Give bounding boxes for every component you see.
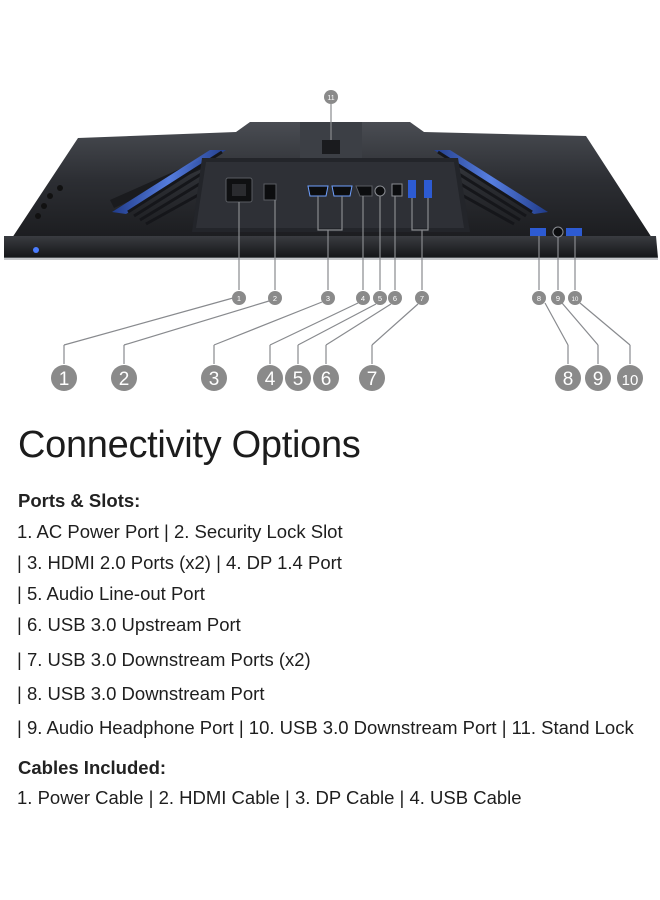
callout-small-9: 9 — [551, 291, 565, 305]
ports-line-4: | 6. USB 3.0 Upstream Port — [17, 614, 241, 635]
ports-line-3: | 5. Audio Line-out Port — [17, 583, 205, 604]
svg-text:9: 9 — [556, 294, 560, 303]
svg-text:6: 6 — [393, 294, 397, 303]
svg-text:1: 1 — [237, 294, 241, 303]
callout-large-1: 1 — [51, 365, 77, 391]
callout-small-8: 8 — [532, 291, 546, 305]
callout-large-4: 4 — [257, 365, 283, 391]
callout-large-2: 2 — [111, 365, 137, 391]
svg-text:10: 10 — [572, 297, 579, 303]
cables-line: 1. Power Cable | 2. HDMI Cable | 3. DP C… — [17, 787, 522, 808]
ports-section-title: Ports & Slots: — [18, 490, 141, 511]
ports-line-6: | 8. USB 3.0 Downstream Port — [17, 683, 265, 704]
callout-large-7: 7 — [359, 365, 385, 391]
svg-text:4: 4 — [265, 369, 276, 390]
svg-text:3: 3 — [209, 369, 220, 390]
svg-text:7: 7 — [420, 294, 424, 303]
svg-text:8: 8 — [537, 294, 541, 303]
callout-small-6: 6 — [388, 291, 402, 305]
svg-text:4: 4 — [361, 294, 365, 303]
callout-large-3: 3 — [201, 365, 227, 391]
svg-text:5: 5 — [378, 294, 382, 303]
svg-text:9: 9 — [593, 369, 604, 390]
small-callouts: 1 2 3 4 5 6 7 8 9 10 — [232, 291, 582, 305]
callout-small-5: 5 — [373, 291, 387, 305]
svg-text:8: 8 — [563, 369, 574, 390]
svg-text:3: 3 — [326, 294, 330, 303]
monitor-body — [4, 122, 658, 260]
callout-small-7: 7 — [415, 291, 429, 305]
callout-large-9: 9 — [585, 365, 611, 391]
svg-text:2: 2 — [119, 369, 130, 390]
callout-small-3: 3 — [321, 291, 335, 305]
svg-text:11: 11 — [327, 95, 334, 102]
svg-text:10: 10 — [622, 372, 639, 389]
leader-lines — [63, 104, 631, 364]
callout-large-8: 8 — [555, 365, 581, 391]
svg-text:5: 5 — [293, 369, 304, 390]
ports-line-2: | 3. HDMI 2.0 Ports (x2) | 4. DP 1.4 Por… — [17, 552, 342, 573]
page-title: Connectivity Options — [18, 424, 361, 466]
callout-small-10: 10 — [568, 291, 582, 305]
svg-text:2: 2 — [273, 294, 277, 303]
callout-small-1: 1 — [232, 291, 246, 305]
ports-line-5: | 7. USB 3.0 Downstream Ports (x2) — [17, 649, 311, 670]
callout-small-2: 2 — [268, 291, 282, 305]
svg-text:7: 7 — [367, 369, 378, 390]
callout-small-4: 4 — [356, 291, 370, 305]
cables-section-title: Cables Included: — [18, 757, 167, 778]
callout-large-10: 10 — [617, 365, 643, 391]
callout-top-11: 11 — [324, 90, 338, 104]
callout-large-6: 6 — [313, 365, 339, 391]
ports-line-7: | 9. Audio Headphone Port | 10. USB 3.0 … — [17, 717, 634, 738]
svg-text:1: 1 — [59, 369, 70, 390]
ports-line-1: 1. AC Power Port | 2. Security Lock Slot — [17, 521, 343, 542]
svg-text:6: 6 — [321, 369, 332, 390]
callout-large-5: 5 — [285, 365, 311, 391]
